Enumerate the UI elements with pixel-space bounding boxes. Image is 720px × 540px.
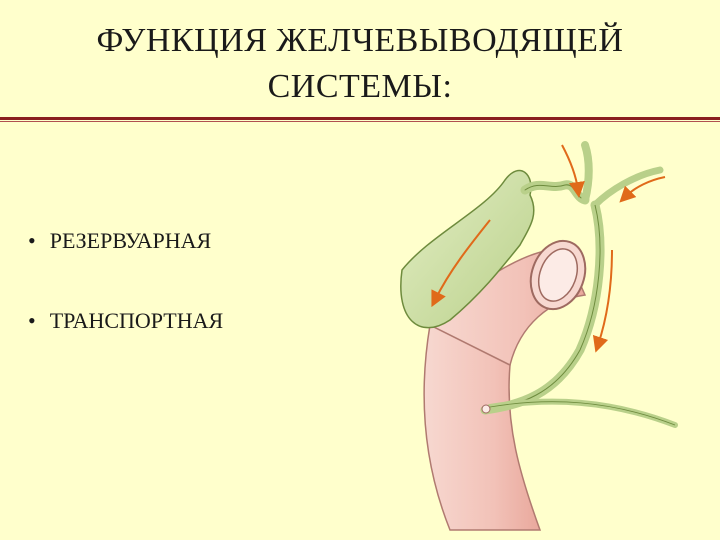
title-divider <box>0 117 720 120</box>
duodenum <box>423 323 542 531</box>
slide-title: ФУНКЦИЯ ЖЕЛЧЕВЫВОДЯЩЕЙ СИСТЕМЫ: <box>0 18 720 110</box>
flow-arrow-hepatic-left <box>561 144 585 198</box>
bullet-list: РЕЗЕРВУАРНАЯ ТРАНСПОРТНАЯ <box>28 228 223 388</box>
pancreatic-duct <box>487 398 678 428</box>
slide-title-line2: СИСТЕМЫ: <box>267 68 453 105</box>
title-divider-thin <box>0 121 720 122</box>
papilla <box>481 404 491 414</box>
biliary-system-illustration <box>400 141 678 531</box>
flow-arrow-common-duct <box>592 249 613 353</box>
flow-arrow-hepatic-right <box>619 176 666 203</box>
hepatic-duct-right <box>591 166 664 209</box>
bullet-item-reservoir: РЕЗЕРВУАРНАЯ <box>28 228 223 254</box>
flow-arrow-gallbladder <box>431 219 491 308</box>
slide-title-line1: ФУНКЦИЯ ЖЕЛЧЕВЫВОДЯЩЕЙ <box>96 22 624 59</box>
bullet-item-transport: ТРАНСПОРТНАЯ <box>28 308 223 334</box>
hepatic-duct-left <box>581 141 593 204</box>
